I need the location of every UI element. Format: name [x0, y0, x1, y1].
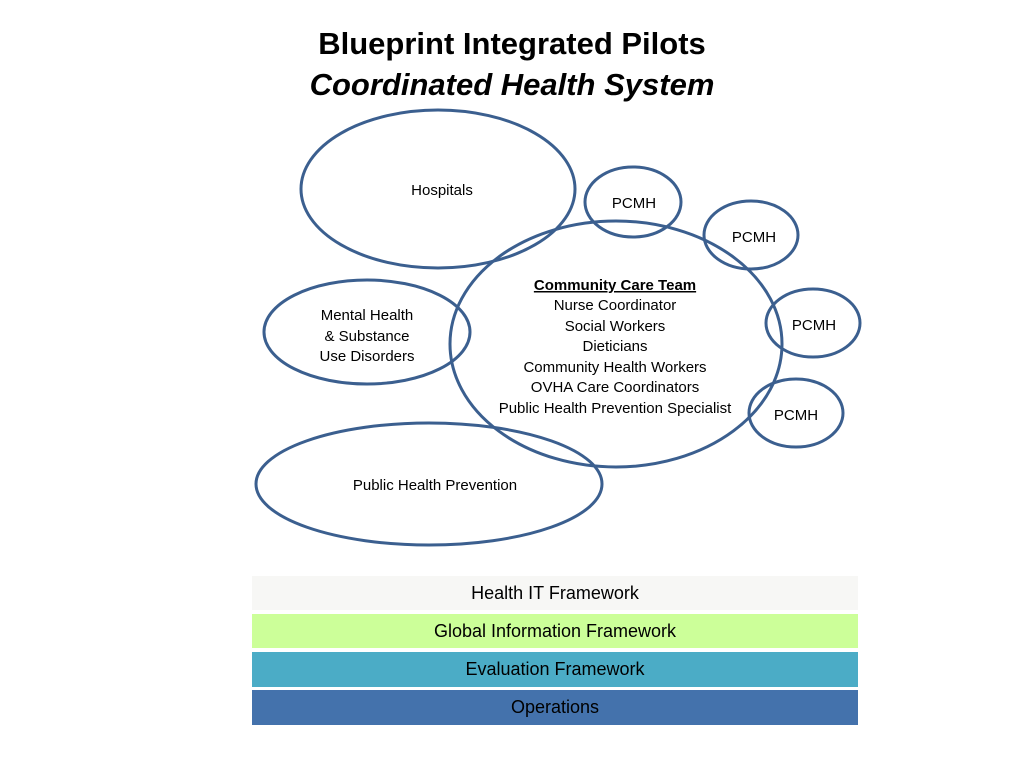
- community-care-team-member: Dieticians: [582, 338, 647, 355]
- title-line-1: Blueprint Integrated Pilots: [318, 26, 706, 61]
- hospitals-ellipse: [299, 108, 577, 270]
- coordinated-health-diagram: Hospitals PCMH PCMH PCMH PCMH Mental Hea…: [254, 108, 862, 547]
- framework-bar-label: Global Information Framework: [433, 621, 677, 641]
- framework-bar-evaluation: Evaluation Framework: [252, 652, 858, 687]
- pcmh-ellipse-4: [747, 377, 845, 449]
- mental-health-label-line-1: Mental Health: [321, 307, 414, 324]
- public-health-prevention-ellipse: [254, 421, 604, 547]
- framework-bar-label: Operations: [510, 697, 600, 717]
- framework-bar-label: Health IT Framework: [471, 583, 639, 603]
- framework-bar-label: Evaluation Framework: [465, 659, 645, 679]
- pcmh-label-1: PCMH: [612, 195, 656, 212]
- pcmh-label-3: PCMH: [792, 317, 836, 334]
- community-care-team-ellipse: [448, 219, 784, 469]
- community-care-team-member: Community Health Workers: [523, 359, 706, 376]
- hospitals-label: Hospitals: [411, 182, 473, 199]
- mental-health-label-line-3: Use Disorders: [319, 348, 414, 365]
- community-care-team-member: Public Health Prevention Specialist: [499, 400, 732, 417]
- framework-bar-health-it: Health IT Framework: [252, 576, 858, 610]
- pcmh-ellipse-2: [702, 199, 800, 271]
- pcmh-ellipse-3: [764, 287, 862, 359]
- title-line-2: Coordinated Health System: [309, 67, 715, 102]
- pcmh-ellipse-1: [583, 165, 683, 239]
- pcmh-label-2: PCMH: [732, 229, 776, 246]
- community-care-team-member: OVHA Care Coordinators: [531, 379, 699, 396]
- framework-bar-global-information: Global Information Framework: [252, 614, 858, 648]
- community-care-team-member: Nurse Coordinator: [554, 297, 677, 314]
- community-care-team-member: Social Workers: [565, 318, 666, 335]
- pcmh-label-4: PCMH: [774, 407, 818, 424]
- public-health-prevention-label: Public Health Prevention: [353, 477, 517, 494]
- framework-bar-operations: Operations: [252, 690, 858, 725]
- mental-health-ellipse: [262, 278, 472, 386]
- community-care-team-heading: Community Care Team: [534, 277, 696, 294]
- mental-health-label-line-2: & Substance: [324, 328, 409, 345]
